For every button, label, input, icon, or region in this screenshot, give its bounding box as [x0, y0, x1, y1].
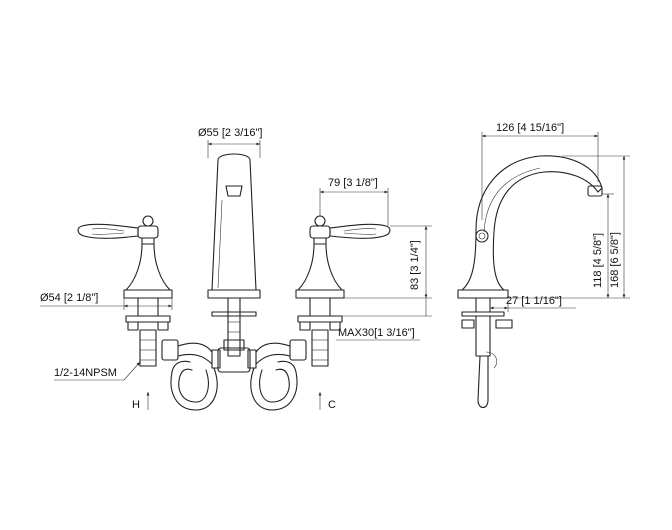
- total-height-text: 168 [6 5/8"]: [609, 232, 621, 288]
- spout-height-dimension: 118 [4 5/8"]: [592, 193, 614, 298]
- base-diameter-dimension: Ø54 [2 1/8"]: [40, 290, 173, 310]
- base-offset-text: 27 [1 1/16"]: [506, 295, 562, 307]
- hot-label: H: [132, 399, 140, 411]
- supply-hoses: [161, 339, 307, 411]
- thread-callout: 1/2-14NPSM: [54, 361, 141, 381]
- max-deck-dimension: MAX30[1 3/16"]: [336, 298, 432, 341]
- handle-offset-text: 79 [3 1/8"]: [328, 177, 378, 189]
- base-offset-dimension: 27 [1 1/16"]: [489, 295, 576, 312]
- center-spout-front: [207, 153, 261, 357]
- spout-height-text: 118 [4 5/8"]: [592, 233, 604, 288]
- thread-text: 1/2-14NPSM: [54, 367, 117, 379]
- right-handle-cold: [295, 215, 391, 367]
- base-diameter-text: Ø54 [2 1/8"]: [40, 292, 98, 304]
- cold-label: C: [328, 399, 336, 411]
- left-handle-hot: [77, 215, 173, 367]
- max-deck-text: MAX30[1 3/16"]: [338, 327, 415, 339]
- handle-height-text: 83 [3 1/4"]: [409, 240, 421, 290]
- spout-diameter-dimension: Ø55 [2 3/16"]: [198, 127, 262, 158]
- spout-reach-dimension: 126 [4 15/16"]: [481, 122, 599, 220]
- spout-reach-text: 126 [4 15/16"]: [496, 122, 564, 134]
- total-height-dimension: 168 [6 5/8"]: [508, 155, 630, 299]
- handle-offset-dimension: 79 [3 1/8"]: [319, 177, 389, 226]
- spout-diameter-text: Ø55 [2 3/16"]: [198, 127, 262, 139]
- spout-side-view: [457, 155, 603, 409]
- handle-height-dimension: 83 [3 1/4"]: [344, 225, 432, 299]
